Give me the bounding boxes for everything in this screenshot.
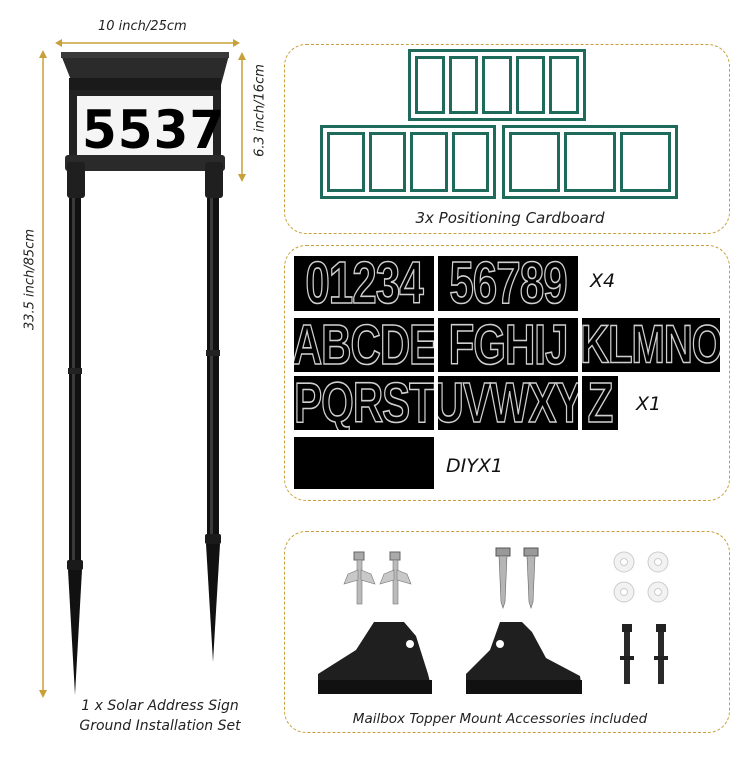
sticker-digits-5-9: 56789	[438, 256, 578, 311]
digits-quantity-label: X4	[590, 270, 616, 292]
sign-height-dimension-label: 6.3 inch/16cm	[252, 64, 268, 157]
cardboard-panel	[284, 44, 730, 234]
total-height-dimension-line	[39, 50, 47, 698]
sticker-diy-blank	[294, 437, 434, 489]
accessories-image	[318, 547, 669, 694]
sticker-letters-k-o: KLMNO	[582, 318, 720, 372]
wing-bolt-icon	[343, 551, 376, 605]
black-bolt-icon	[620, 624, 634, 684]
width-dimension-label: 10 inch/25cm	[98, 19, 187, 34]
mount-bracket-icon	[318, 622, 432, 694]
accessories-caption: Mailbox Topper Mount Accessories include…	[352, 711, 648, 727]
sticker-digits-0-4: 01234	[294, 256, 434, 311]
wing-bolt-icon	[379, 551, 412, 605]
sticker-letters-f-j: FGHIJ	[438, 318, 578, 372]
cardboard-caption: 3x Positioning Cardboard	[415, 209, 605, 227]
solar-address-sign-image	[61, 52, 229, 695]
accessories-panel	[284, 531, 730, 733]
sign-height-dimension-line	[238, 52, 246, 182]
screw-icon	[495, 547, 511, 609]
screw-icon	[523, 547, 539, 609]
total-height-dimension-label: 33.5 inch/85cm	[22, 228, 38, 331]
washer-icon	[613, 551, 669, 603]
sticker-letters-a-e: ABCDE	[294, 318, 434, 372]
mount-bracket-icon	[466, 622, 582, 694]
sticker-letter-z: Z	[582, 376, 618, 430]
stickers-panel	[284, 245, 730, 501]
sticker-letters-p-t: PQRST	[294, 376, 434, 430]
positioning-cardboard-left	[320, 125, 496, 199]
sticker-letters-u-y: UVWXY	[438, 376, 578, 430]
letters-quantity-label: X1	[636, 393, 662, 415]
black-bolt-icon	[654, 624, 668, 684]
width-dimension-line	[55, 39, 240, 47]
positioning-cardboard-top	[408, 49, 586, 121]
sign-caption-line1: 1 x Solar Address Sign	[81, 698, 239, 714]
positioning-cardboard-right	[502, 125, 678, 199]
sign-caption-line2: Ground Installation Set	[79, 718, 241, 734]
diy-quantity-label: DIYX1	[446, 455, 503, 477]
house-number: 5537	[82, 99, 226, 161]
